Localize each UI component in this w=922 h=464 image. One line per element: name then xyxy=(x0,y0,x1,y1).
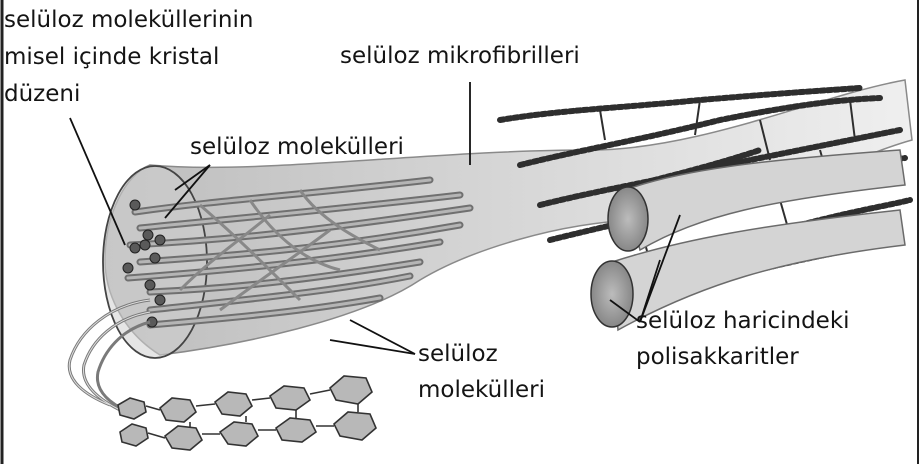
label-microfibrils: selüloz mikrofibrilleri xyxy=(340,43,580,69)
glucose-chain-lower xyxy=(120,412,376,450)
label-crystal-line3: düzeni xyxy=(4,81,80,107)
label-polysaccharides-line2: polisakkaritler xyxy=(636,344,799,370)
label-molecules-bottom-line2: molekülleri xyxy=(418,377,545,403)
glucose-chain-upper xyxy=(118,376,372,422)
label-crystal-line1: selüloz moleküllerinin xyxy=(4,7,253,33)
label-crystal-line2: misel içinde kristal xyxy=(4,44,219,70)
label-molecules-top: selüloz molekülleri xyxy=(190,134,404,160)
label-molecules-bottom-line1: selüloz xyxy=(418,341,498,367)
label-polysaccharides-line1: selüloz haricindeki xyxy=(636,308,850,334)
